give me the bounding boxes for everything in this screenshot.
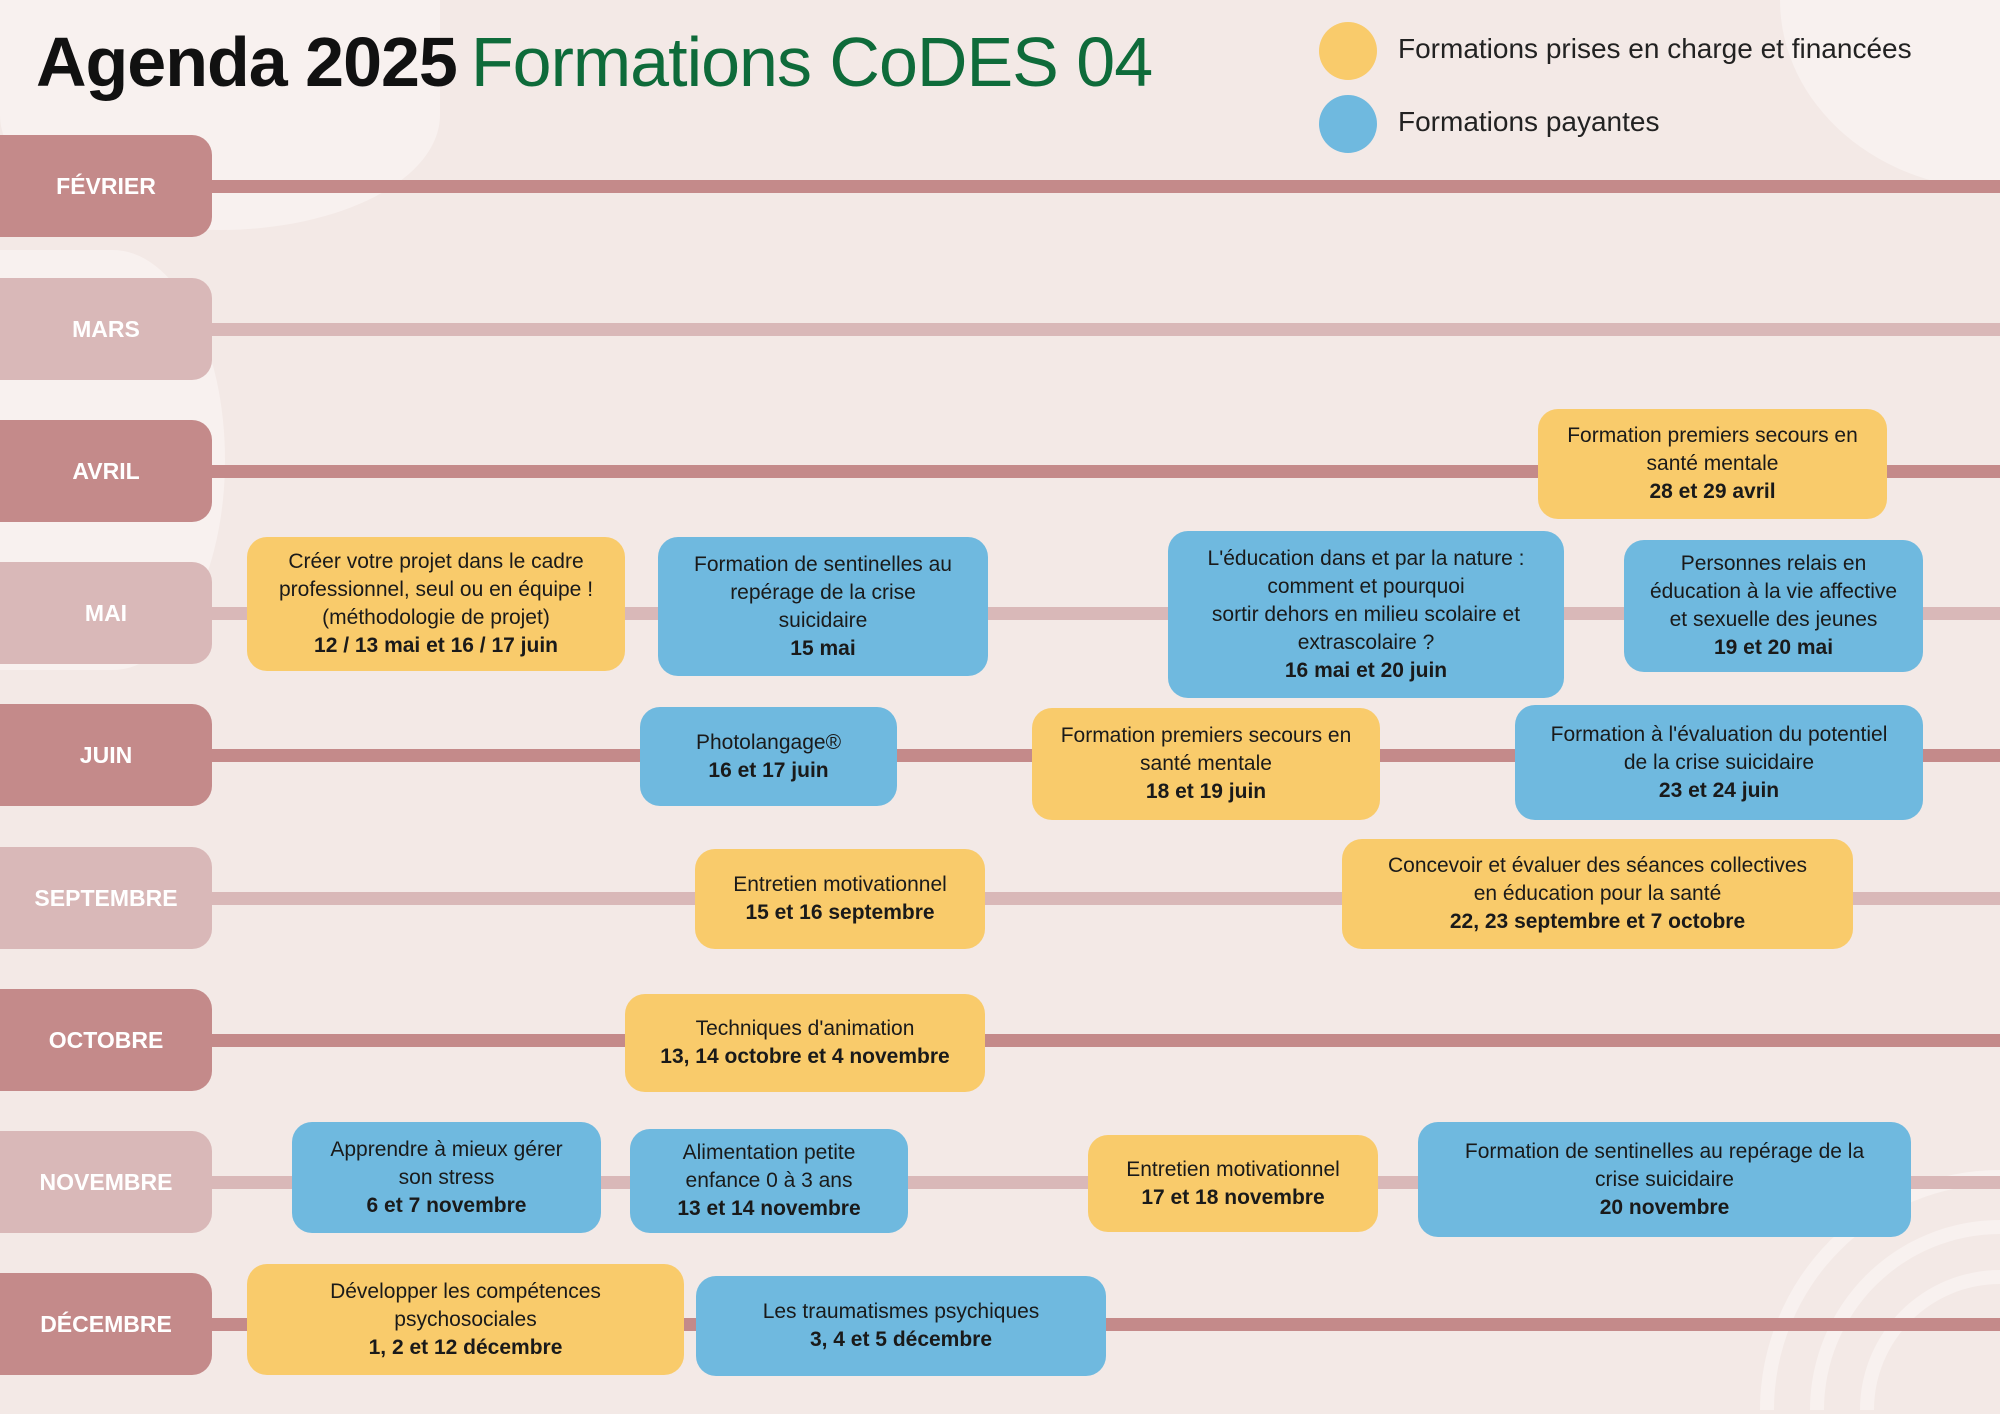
training-dates: 1, 2 et 12 décembre [368,1335,563,1359]
training-title-line: Développer les compétences [330,1279,601,1303]
training-title-line: Techniques d'animation [695,1017,915,1040]
training-card[interactable]: Les traumatismes psychiques 3, 4 et 5 déc… [696,1276,1106,1376]
month-label: OCTOBRE [0,989,212,1091]
training-title-line: repérage de la crise [730,580,916,604]
training-title-line: Entretien motivationnel [1126,1157,1340,1181]
training-dates: 12 / 13 mai et 16 / 17 juin [314,634,558,657]
training-title-line: éducation à la vie affective [1649,580,1898,603]
legend-paid-swatch [1319,95,1377,153]
training-dates: 6 et 7 novembre [366,1193,527,1217]
training-card[interactable]: Apprendre à mieux gérer son stress 6 et 7 … [292,1122,601,1233]
training-card[interactable]: Concevoir et évaluer des séances collect… [1342,839,1853,949]
training-dates: 20 novembre [1599,1195,1730,1219]
training-title-line: Formation à l'évaluation du potentiel [1550,722,1888,746]
training-title-line: Formation de sentinelles au [694,552,952,576]
training-card[interactable]: Développer les compétences psychosociales… [247,1264,684,1375]
timeline-line [200,323,2000,336]
training-title-line: professionnel, seul ou en équipe ! [278,578,594,601]
legend-funded-swatch [1319,22,1377,80]
training-title-line: suicidaire [778,608,868,632]
training-card[interactable]: Techniques d'animation 13, 14 octobre et … [625,994,985,1092]
timeline-line [200,180,2000,193]
training-title-line: de la crise suicidaire [1623,750,1815,774]
training-title-line: santé mentale [1646,452,1779,475]
training-title-line: Personnes relais en [1680,552,1867,575]
month-label: FÉVRIER [0,135,212,237]
month-label: MAI [0,562,212,664]
training-card[interactable]: L'éducation dans et par la nature : comme… [1168,531,1564,698]
training-title-line: Entretien motivationnel [733,873,947,896]
training-title-line: crise suicidaire [1595,1167,1734,1191]
training-title-line: sortir dehors en milieu scolaire et [1211,602,1521,626]
training-card[interactable]: Formation premiers secours en santé menta… [1032,708,1380,820]
title-formations: Formations CoDES 04 [470,23,1153,101]
training-title-line: Alimentation petite [682,1141,856,1164]
training-card[interactable]: Personnes relais en éducation à la vie af… [1624,540,1923,672]
training-dates: 28 et 29 avril [1649,480,1776,503]
month-label: DÉCEMBRE [0,1273,212,1375]
training-card[interactable]: Formation de sentinelles au repérage de … [1418,1122,1911,1237]
training-card[interactable]: Formation premiers secours en santé menta… [1538,409,1887,519]
training-title-line: Apprendre à mieux gérer [330,1137,563,1161]
training-title-line: L'éducation dans et par la nature : [1207,546,1525,570]
training-dates: 16 et 17 juin [708,758,829,782]
training-title-line: Formation de sentinelles au repérage de … [1464,1139,1865,1163]
training-title-line: (méthodologie de projet) [322,606,550,629]
month-label: MARS [0,278,212,380]
background-shape [1780,0,2000,190]
training-title-line: et sexuelle des jeunes [1669,608,1878,631]
training-card[interactable]: Entretien motivationnel 17 et 18 novembre [1088,1135,1378,1232]
timeline-line [200,1034,2000,1047]
training-card[interactable]: Créer votre projet dans le cadre professi… [247,537,625,671]
training-title-line: Les traumatismes psychiques [762,1300,1040,1323]
month-label: NOVEMBRE [0,1131,212,1233]
training-title-line: Formation premiers secours en [1567,424,1858,447]
training-title-line: enfance 0 à 3 ans [685,1169,853,1192]
training-title-line: Créer votre projet dans le cadre [288,550,584,573]
training-dates: 22, 23 septembre et 7 octobre [1449,910,1746,933]
month-label: AVRIL [0,420,212,522]
training-dates: 19 et 20 mai [1713,636,1834,659]
training-dates: 3, 4 et 5 décembre [809,1328,993,1351]
legend-paid-label: Formations payantes [1398,106,1660,137]
training-title-line: Formation premiers secours en [1060,724,1352,747]
training-dates: 17 et 18 novembre [1141,1185,1325,1209]
training-title-line: psychosociales [394,1307,537,1331]
training-dates: 18 et 19 juin [1145,780,1267,803]
title-agenda: Agenda 2025 [36,23,458,101]
training-dates: 16 mai et 20 juin [1284,658,1448,682]
training-title-line: en éducation pour la santé [1473,882,1722,905]
training-title-line: son stress [398,1165,495,1189]
training-card[interactable]: Entretien motivationnel 15 et 16 septembr… [695,849,985,949]
training-title-line: comment et pourquoi [1267,574,1465,598]
training-card[interactable]: Photolangage® 16 et 17 juin [640,707,897,806]
training-dates: 15 et 16 septembre [745,901,935,924]
legend-funded-label: Formations prises en charge et financées [1398,33,1912,64]
training-card[interactable]: Formation de sentinelles au repérage de l… [658,537,988,676]
training-title-line: santé mentale [1140,752,1272,775]
training-dates: 13 et 14 novembre [677,1197,861,1220]
month-label: JUIN [0,704,212,806]
training-title-line: Photolangage® [695,730,842,754]
training-card[interactable]: Alimentation petite enfance 0 à 3 ans 13 e… [630,1129,908,1233]
training-title-line: Concevoir et évaluer des séances collect… [1387,854,1808,877]
training-dates: 23 et 24 juin [1658,778,1780,802]
month-label: SEPTEMBRE [0,847,212,949]
training-dates: 15 mai [790,636,856,660]
training-title-line: extrascolaire ? [1297,630,1435,654]
training-dates: 13, 14 octobre et 4 novembre [660,1045,950,1068]
training-card[interactable]: Formation à l'évaluation du potentiel de … [1515,705,1923,820]
